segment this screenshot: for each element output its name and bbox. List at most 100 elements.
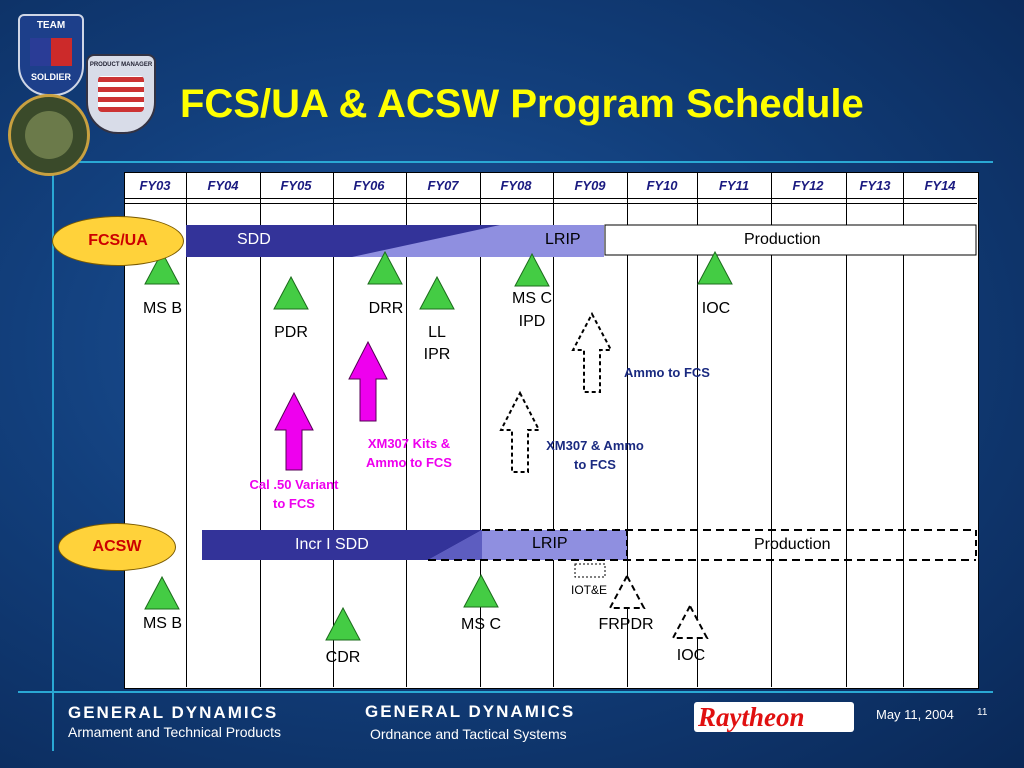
milestone-triangle-icon bbox=[325, 606, 361, 641]
bottom-rule bbox=[18, 691, 993, 693]
xm307-ammo-note: XM307 & Ammo to FCS bbox=[530, 436, 660, 474]
fy-divider bbox=[480, 173, 481, 687]
fy-label: FY08 bbox=[500, 178, 532, 193]
xm307-kits-line1: XM307 Kits & bbox=[367, 436, 451, 451]
fy-divider bbox=[846, 173, 847, 687]
raytheon-logo-text: Raytheon bbox=[698, 702, 805, 732]
top-rule bbox=[18, 161, 993, 163]
cal50-line1: Cal .50 Variant bbox=[249, 477, 339, 492]
team-soldier-emblem: TEAM SOLDIER bbox=[18, 14, 84, 96]
fy-divider bbox=[903, 173, 904, 687]
milestone-label: MS C bbox=[461, 616, 501, 633]
iote-box bbox=[574, 563, 606, 578]
acsw-lrip-label: LRIP bbox=[532, 535, 568, 552]
milestone-label: MS B bbox=[142, 615, 183, 632]
slide-date: May 11, 2004 bbox=[876, 707, 954, 722]
left-rule bbox=[52, 161, 54, 751]
page-number: 11 bbox=[977, 707, 988, 718]
fcs-sdd-bar bbox=[186, 225, 500, 257]
project-manager-emblem bbox=[8, 94, 90, 176]
fy-label: FY07 bbox=[427, 178, 459, 193]
acsw-production-label: Production bbox=[754, 536, 831, 553]
milestone-label: IOC bbox=[701, 300, 731, 317]
fcs-sdd-label: SDD bbox=[237, 231, 271, 248]
acsw-incr-label: Incr I SDD bbox=[295, 536, 369, 553]
fcs-production-label: Production bbox=[744, 231, 821, 248]
milestone-label: FRPDR bbox=[598, 616, 654, 633]
emblem-stripes bbox=[98, 76, 144, 112]
milestone-label: IPD bbox=[518, 313, 546, 330]
milestone-label: MS B bbox=[142, 300, 183, 317]
planned-milestone-triangle-icon bbox=[608, 573, 646, 609]
milestone-label: DRR bbox=[368, 300, 404, 317]
milestone-triangle-icon bbox=[144, 575, 180, 610]
milestone-triangle-icon bbox=[144, 250, 180, 285]
xm307-ammo-line2: to FCS bbox=[574, 457, 616, 472]
product-manager-emblem: PRODUCT MANAGER bbox=[86, 54, 156, 134]
fy-label: FY11 bbox=[718, 178, 750, 193]
xm307-kits-line2: Ammo to FCS bbox=[366, 455, 452, 470]
xm307-ammo-line1: XM307 & Ammo bbox=[546, 438, 644, 453]
fy-divider bbox=[553, 173, 554, 687]
fy-label: FY12 bbox=[792, 178, 824, 193]
milestone-label: PDR bbox=[274, 324, 308, 341]
dashed-arrow-icon bbox=[571, 311, 613, 393]
milestone-triangle-icon bbox=[697, 250, 733, 285]
cal50-line2: to FCS bbox=[273, 496, 315, 511]
gd-subtitle-2: Ordnance and Tactical Systems bbox=[370, 726, 567, 742]
fy-divider bbox=[627, 173, 628, 687]
fy-divider bbox=[771, 173, 772, 687]
fy-label: FY10 bbox=[646, 178, 678, 193]
fcs-ua-oval: FCS/UA bbox=[52, 216, 184, 266]
dashed-arrow-icon bbox=[499, 390, 541, 473]
fy-label: FY04 bbox=[207, 178, 239, 193]
emblem-inner bbox=[25, 111, 73, 159]
fy-label: FY06 bbox=[353, 178, 385, 193]
fy-label: FY14 bbox=[924, 178, 956, 193]
raytheon-logo: Raytheon bbox=[694, 702, 854, 732]
fy-label: FY09 bbox=[574, 178, 606, 193]
gd-logo-2: GENERAL DYNAMICS bbox=[365, 702, 576, 721]
acsw-oval: ACSW bbox=[58, 523, 176, 571]
acsw-transition bbox=[428, 530, 482, 560]
magenta-arrow-icon bbox=[348, 340, 388, 422]
milestone-label: IOC bbox=[676, 647, 706, 664]
magenta-arrow-icon bbox=[274, 391, 314, 471]
fy-label: FY13 bbox=[859, 178, 891, 193]
emblem-text-product: PRODUCT MANAGER bbox=[89, 62, 153, 68]
milestone-triangle-icon bbox=[273, 275, 309, 310]
milestone-label: IOT&E bbox=[570, 583, 607, 597]
fy-label: FY03 bbox=[139, 178, 171, 193]
fy-divider bbox=[333, 173, 334, 687]
fy-divider bbox=[186, 173, 187, 687]
header-row-line bbox=[124, 198, 977, 199]
slide-title: FCS/UA & ACSW Program Schedule bbox=[180, 82, 864, 126]
fcs-lrip-label: LRIP bbox=[545, 231, 581, 248]
milestone-triangle-icon bbox=[419, 275, 455, 310]
milestone-label: MS C bbox=[512, 290, 552, 307]
acsw-label: ACSW bbox=[92, 538, 142, 555]
gd-logo-1: GENERAL DYNAMICS bbox=[68, 703, 279, 722]
xm307-kits-note: XM307 Kits & Ammo to FCS bbox=[346, 434, 472, 472]
milestone-label: LL bbox=[428, 324, 446, 341]
milestone-triangle-icon bbox=[367, 250, 403, 285]
gd-subtitle-1: Armament and Technical Products bbox=[68, 724, 281, 740]
emblem-flag bbox=[30, 38, 72, 66]
fy-label: FY05 bbox=[280, 178, 312, 193]
acsw-sdd-bar bbox=[202, 530, 482, 560]
milestone-label: IPR bbox=[423, 346, 451, 363]
emblem-text-soldier: SOLDIER bbox=[30, 72, 71, 82]
fcs-production-bar bbox=[604, 224, 977, 256]
cal50-note: Cal .50 Variant to FCS bbox=[232, 475, 356, 513]
fcs-ua-label: FCS/UA bbox=[88, 232, 148, 249]
fy-divider bbox=[697, 173, 698, 687]
milestone-triangle-icon bbox=[514, 252, 550, 287]
emblem-text-team: TEAM bbox=[36, 20, 66, 31]
fy-divider bbox=[406, 173, 407, 687]
milestone-label: CDR bbox=[325, 649, 361, 666]
planned-milestone-triangle-icon bbox=[671, 603, 709, 639]
schedule-chart bbox=[124, 172, 979, 689]
header-row-line-2 bbox=[124, 203, 977, 204]
milestone-triangle-icon bbox=[463, 573, 499, 608]
